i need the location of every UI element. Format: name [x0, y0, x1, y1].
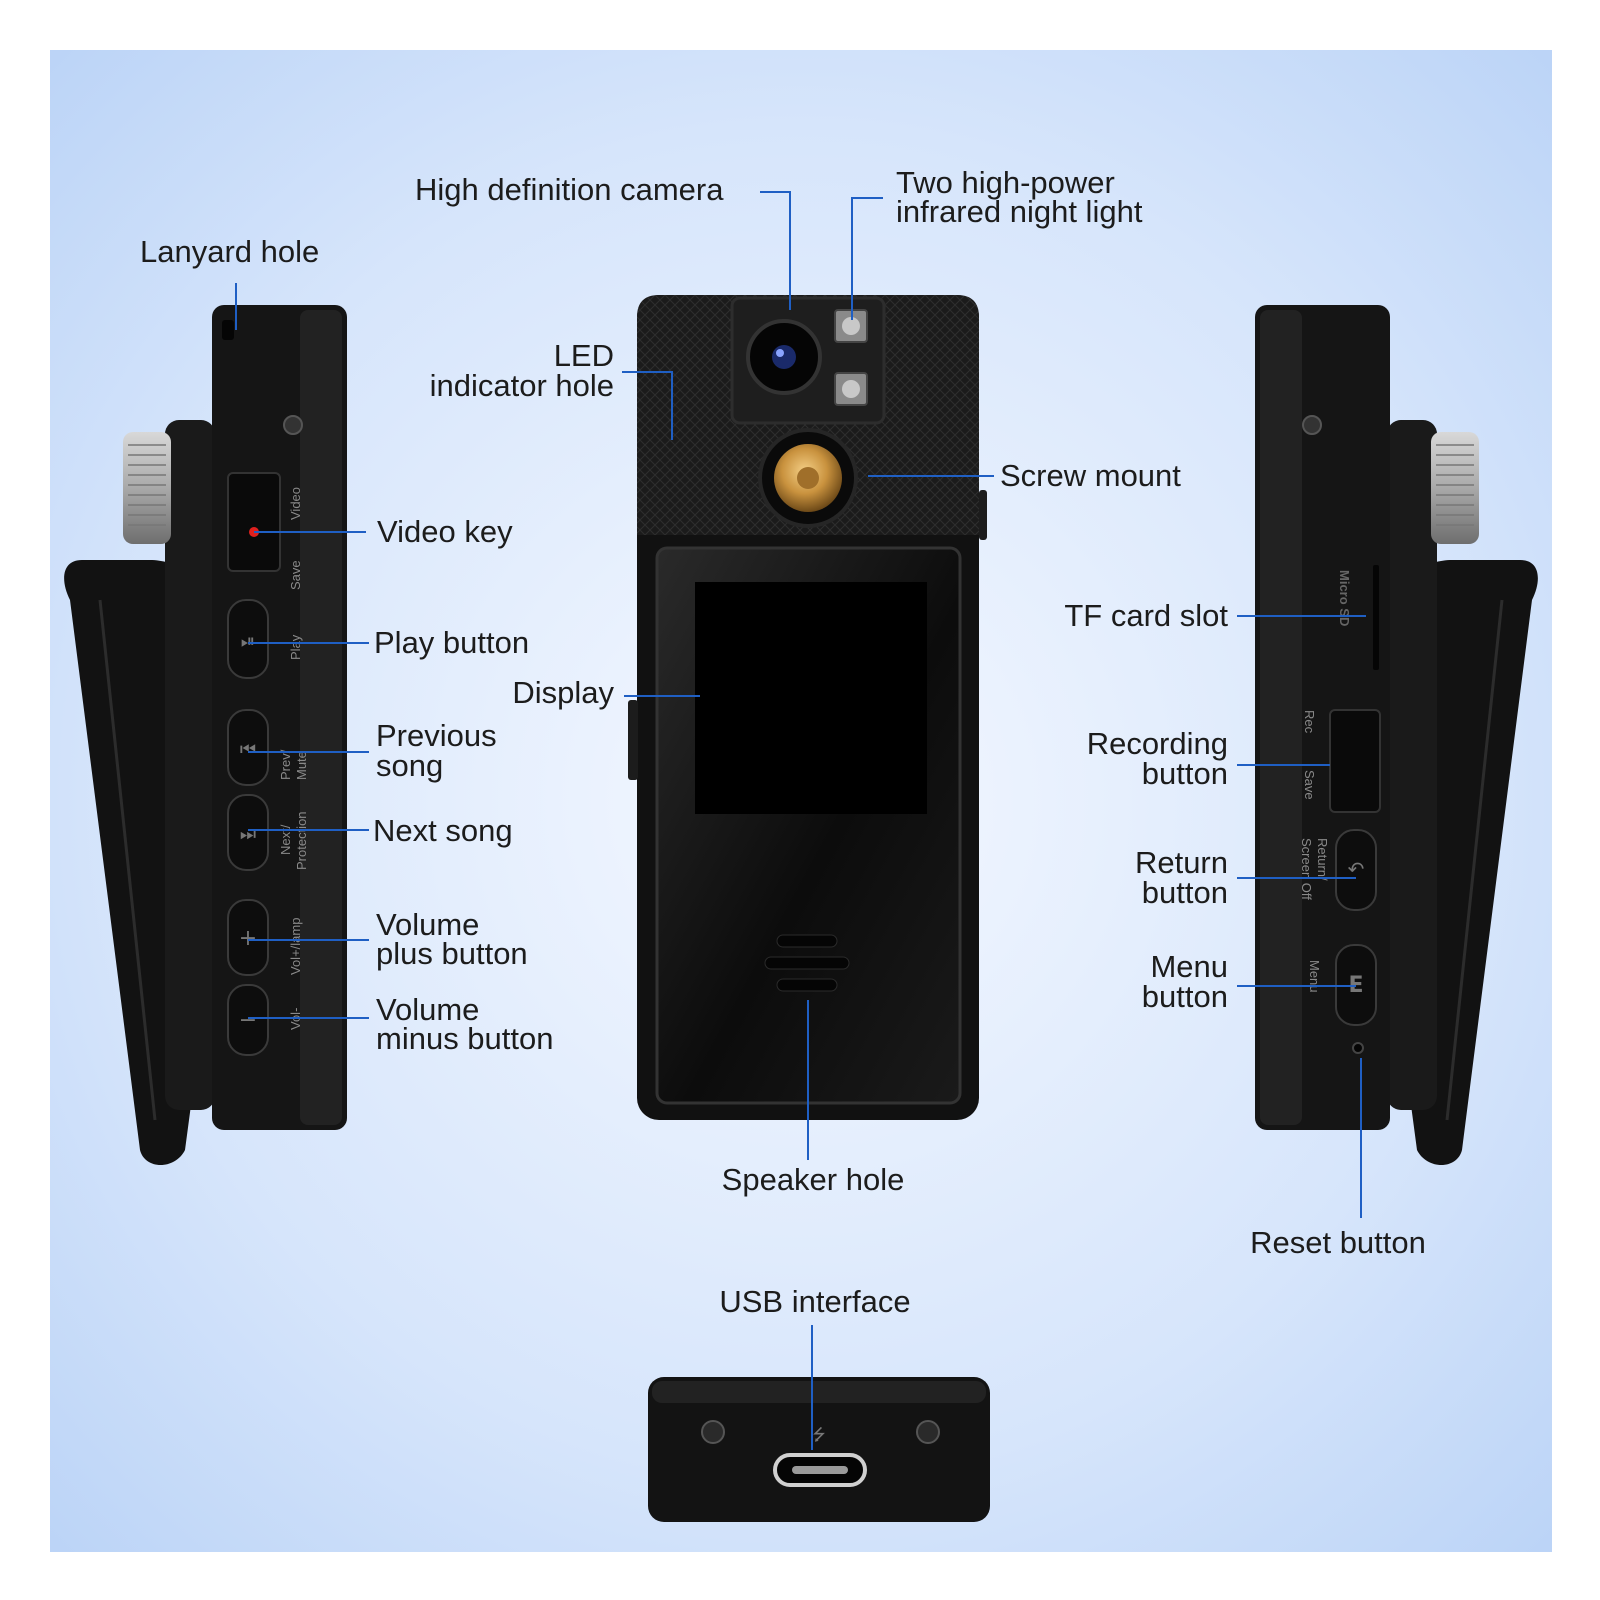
lanyard-hole-slot	[222, 320, 234, 340]
print-next: Next/	[278, 824, 293, 855]
tf-card-slot-opening[interactable]	[1373, 565, 1379, 670]
left-body-edge	[300, 310, 342, 1125]
label-play-button: Play button	[374, 625, 529, 660]
label-ir-light-1: Two high-power	[896, 165, 1115, 200]
camera-lens-glass	[772, 345, 796, 369]
left-clip-highlight	[98, 599, 157, 1121]
volume-plus-key[interactable]	[227, 899, 269, 976]
return-button-key[interactable]	[1335, 829, 1377, 911]
print-protection: Protection	[294, 811, 309, 870]
print-micro-sd: Micro SD	[1337, 570, 1352, 626]
print-prev: Prev/	[278, 749, 293, 780]
print-mute: Mute	[294, 751, 309, 780]
right-screw-icon	[1302, 415, 1322, 435]
video-key-switch[interactable]	[227, 472, 281, 572]
previous-icon: ⏮	[240, 739, 256, 760]
right-clip-highlight	[1445, 599, 1504, 1121]
label-usb-interface: USB interface	[719, 1284, 910, 1319]
label-previous-1: Previous	[376, 718, 497, 753]
return-icon: ↶	[1348, 857, 1365, 881]
bottom-screw-left-icon	[701, 1420, 725, 1444]
leader-ir-light	[851, 197, 883, 320]
label-vol-minus-2: minus button	[376, 1021, 554, 1056]
screw-mount-center	[797, 467, 819, 489]
front-left-side-button	[628, 700, 638, 780]
next-icon: ⏭	[240, 824, 256, 845]
label-ir-light-2: infrared night light	[896, 194, 1143, 229]
print-video: Video	[288, 487, 303, 520]
left-screw-icon	[283, 415, 303, 435]
print-rec: Rec	[1302, 710, 1317, 734]
front-right-side-button	[979, 490, 987, 540]
label-screw-mount: Screw mount	[1000, 458, 1181, 493]
print-vol-plus: Vol+/lamp	[288, 918, 303, 975]
label-vol-plus-2: plus button	[376, 936, 528, 971]
print-menu: Menu	[1307, 960, 1322, 993]
label-video-key: Video key	[377, 514, 513, 549]
play-pause-icon: ⏯	[241, 631, 255, 652]
minus-icon: −	[239, 1008, 257, 1033]
leader-led	[622, 371, 673, 440]
label-return-1: Return	[1135, 845, 1228, 880]
play-button-key[interactable]	[227, 599, 269, 679]
left-clip-hinge	[165, 420, 215, 1110]
callout-labels: Lanyard hole High definition camera Two …	[140, 165, 1426, 1319]
front-view	[628, 295, 987, 1120]
bottom-screw-right-icon	[916, 1420, 940, 1444]
label-hd-camera: High definition camera	[415, 172, 724, 207]
label-led-2: indicator hole	[430, 368, 614, 403]
print-return: Return/	[1315, 838, 1330, 881]
label-return-2: button	[1142, 875, 1228, 910]
label-lanyard-hole: Lanyard hole	[140, 234, 319, 269]
leader-hd-camera	[760, 191, 791, 310]
leader-lines	[235, 191, 1366, 1450]
label-reset-button: Reset button	[1250, 1225, 1426, 1260]
left-knurled-knob	[123, 432, 171, 544]
right-clip-hinge	[1387, 420, 1437, 1110]
volume-minus-key[interactable]	[227, 984, 269, 1056]
label-recording-1: Recording	[1087, 726, 1228, 761]
label-speaker-hole: Speaker hole	[722, 1162, 905, 1197]
ir-light-bottom-led	[842, 380, 860, 398]
label-recording-2: button	[1142, 756, 1228, 791]
previous-song-key[interactable]	[227, 709, 269, 786]
speaker-slot-1	[776, 934, 838, 948]
left-side-view: ⏯ ⏮ ⏭ + − Video Save Play Prev/ Mute Nex…	[64, 305, 347, 1165]
next-song-key[interactable]	[227, 794, 269, 871]
print-play: Play	[288, 634, 303, 660]
plus-icon: +	[239, 926, 257, 951]
speaker-slot-3	[776, 978, 838, 992]
label-display: Display	[512, 675, 614, 710]
print-save-right: Save	[1302, 770, 1317, 800]
recording-switch[interactable]	[1329, 709, 1381, 813]
print-save-left: Save	[288, 560, 303, 590]
speaker-slot-2	[764, 956, 850, 970]
label-vol-plus-1: Volume	[376, 907, 479, 942]
label-vol-minus-1: Volume	[376, 992, 479, 1027]
right-side-view: Micro SD ↶ E Rec Save Return/ Screen Off…	[1255, 305, 1538, 1165]
label-tf-card: TF card slot	[1064, 598, 1228, 633]
display-panel	[695, 582, 927, 814]
right-knurled-knob	[1431, 432, 1479, 544]
reset-pinhole[interactable]	[1352, 1042, 1364, 1054]
right-body-edge	[1260, 310, 1302, 1125]
usb-c-contacts	[792, 1466, 848, 1474]
print-screen-off: Screen Off	[1299, 838, 1314, 900]
label-led-1: LED	[554, 338, 614, 373]
label-menu-1: Menu	[1150, 949, 1228, 984]
label-menu-2: button	[1142, 979, 1228, 1014]
bottom-view: ⭍	[648, 1377, 990, 1522]
label-next-song: Next song	[373, 813, 513, 848]
bottom-body-top-edge	[652, 1381, 986, 1403]
ir-light-top-led	[842, 317, 860, 335]
usb-symbol-icon: ⭍	[812, 1425, 825, 1444]
lens-reflection	[776, 349, 784, 357]
bottom-device-body	[648, 1377, 990, 1522]
label-previous-2: song	[376, 748, 443, 783]
